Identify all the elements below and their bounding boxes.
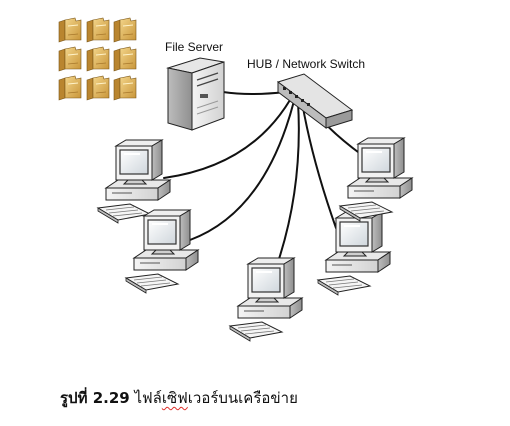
hub-label: HUB / Network Switch <box>247 57 365 71</box>
figure-caption: รูปที่ 2.29 ไฟล์เซิฟเวอร์บนเครือข่าย <box>60 386 298 410</box>
caption-text-misspelled: เซิฟ <box>161 389 188 407</box>
folder-icon <box>113 17 137 43</box>
workstation-icon <box>229 257 303 342</box>
workstation-icon <box>339 137 413 222</box>
folder-icon <box>113 75 137 101</box>
cable-workstation-3 <box>277 101 300 263</box>
folder-icon <box>86 75 110 101</box>
folder-icon <box>58 75 82 101</box>
workstation-icon <box>317 211 391 296</box>
figure-number: รูปที่ 2.29 <box>60 389 130 407</box>
network-cables <box>163 91 363 263</box>
cable-workstation-4 <box>301 101 337 229</box>
folder-icon <box>58 46 82 72</box>
caption-text-part-1: ไฟล์ <box>134 389 162 407</box>
folder-icon <box>113 46 137 72</box>
server-icon <box>166 57 225 131</box>
network-switch-icon <box>276 73 354 129</box>
folder-icon <box>86 17 110 43</box>
cable-server <box>222 91 286 95</box>
caption-text-part-2: เวอร์บนเครือข่าย <box>187 389 298 407</box>
file-server-label: File Server <box>165 40 223 54</box>
workstation-icon <box>125 209 199 294</box>
shared-files-folder-group <box>58 17 137 101</box>
folder-icon <box>58 17 82 43</box>
cable-workstation-1 <box>163 99 291 179</box>
cable-workstation-2 <box>189 100 295 241</box>
folder-icon <box>86 46 110 72</box>
